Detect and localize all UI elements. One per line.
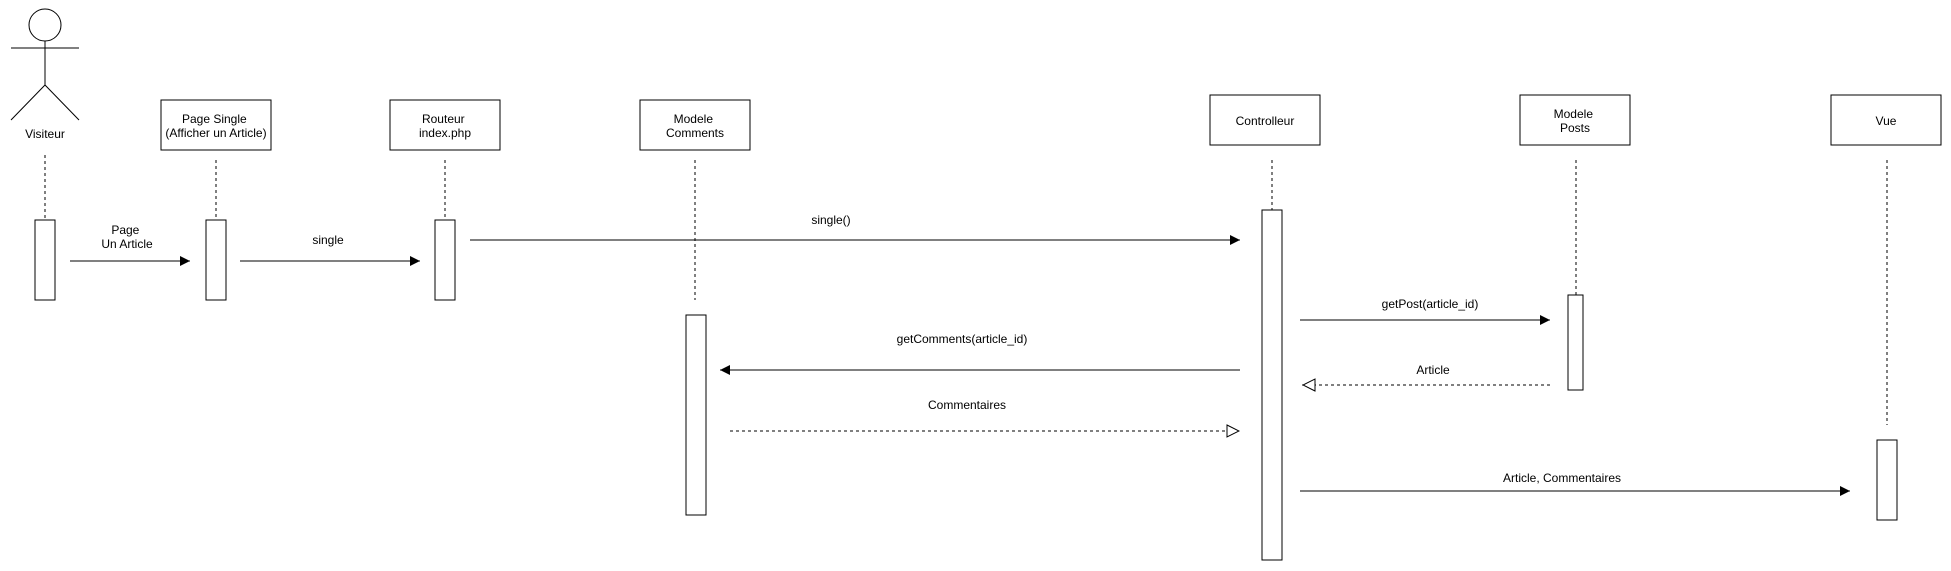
participant-page-single: Page Single (Afficher un Article) bbox=[160, 99, 272, 151]
message-page-un-article: Page Un Article bbox=[70, 223, 190, 266]
participant-label: Modele Posts bbox=[1554, 107, 1597, 135]
message-get-post: getPost(article_id) bbox=[1300, 297, 1550, 325]
message-label: single bbox=[312, 233, 344, 247]
participant-modele-comments: Modele Comments bbox=[639, 99, 751, 151]
message-return-article: Article bbox=[1302, 363, 1550, 385]
participant-label: Routeur index.php bbox=[419, 112, 471, 140]
participant-label: Vue bbox=[1876, 114, 1897, 128]
message-label: single() bbox=[811, 213, 850, 227]
activation-page-single bbox=[205, 219, 227, 301]
participant-label: Controlleur bbox=[1236, 114, 1295, 128]
message-get-comments: getComments(article_id) bbox=[720, 332, 1240, 375]
message-label: Page Un Article bbox=[101, 223, 153, 251]
activation-modele-posts bbox=[1567, 294, 1584, 391]
activation-modele-comments bbox=[685, 314, 707, 516]
activation-bars bbox=[34, 209, 1898, 561]
participant-routeur: Routeur index.php bbox=[389, 99, 501, 151]
participant-label: Page Single (Afficher un Article) bbox=[165, 112, 266, 140]
message-label: Article, Commentaires bbox=[1503, 471, 1621, 485]
message-article-commentaires: Article, Commentaires bbox=[1300, 471, 1850, 496]
actor-visiteur: Visiteur bbox=[10, 8, 80, 141]
message-return-commentaires: Commentaires bbox=[730, 398, 1240, 431]
message-single: single bbox=[240, 233, 420, 266]
stick-figure-icon bbox=[10, 8, 80, 121]
message-single-call: single() bbox=[470, 213, 1240, 245]
message-label: getPost(article_id) bbox=[1382, 297, 1479, 311]
message-label: getComments(article_id) bbox=[897, 332, 1028, 346]
activation-visiteur bbox=[34, 219, 56, 301]
participant-modele-posts: Modele Posts bbox=[1519, 94, 1631, 146]
activation-vue bbox=[1876, 439, 1898, 521]
actor-label: Visiteur bbox=[25, 127, 65, 141]
activation-routeur bbox=[434, 219, 456, 301]
lifelines bbox=[44, 155, 1888, 425]
participant-controlleur: Controlleur bbox=[1209, 94, 1321, 146]
participant-vue: Vue bbox=[1830, 94, 1942, 146]
activation-controlleur bbox=[1261, 209, 1283, 561]
message-label: Article bbox=[1416, 363, 1450, 377]
message-label: Commentaires bbox=[928, 398, 1006, 412]
participant-label: Modele Comments bbox=[666, 112, 724, 140]
